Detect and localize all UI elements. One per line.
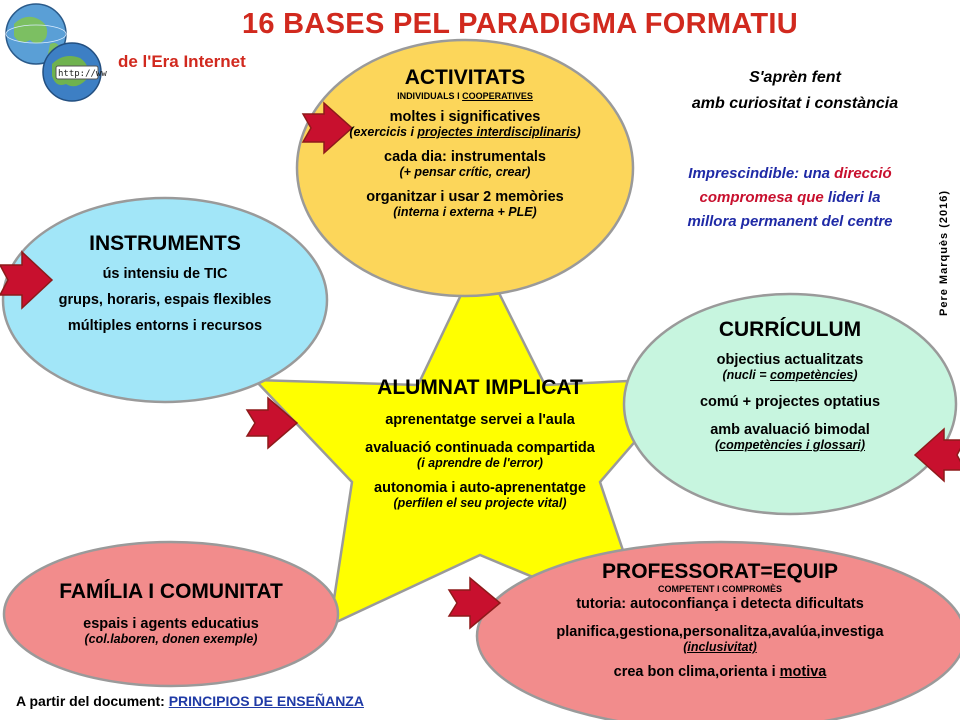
alumnat-line-1: aprenentatge servei a l'aula — [385, 412, 575, 428]
alumnat-block: ALUMNAT IMPLICAT aprenentatge servei a l… — [305, 376, 655, 510]
familia-title: FAMÍLIA I COMUNITAT — [59, 580, 283, 603]
activitats-sub-1b: projectes interdisciplinaris — [417, 125, 577, 139]
curriculum-line-3: amb avaluació bimodal — [710, 422, 870, 438]
professorat-line-1: tutoria: autoconfiança i detecta dificul… — [576, 596, 864, 612]
instruments-ellipse — [1, 196, 329, 404]
professorat-line-2: planifica,gestiona,personalitza,avalúa,i… — [556, 624, 884, 640]
imp-text-2b: lideri — [827, 189, 864, 206]
curriculum-sub-1a: (nucli = — [722, 368, 771, 382]
activitats-line-3: organitzar i usar 2 memòries — [366, 189, 564, 205]
instruments-title: INSTRUMENTS — [89, 232, 241, 255]
arrow-professorat — [447, 576, 502, 630]
alumnat-title: ALUMNAT IMPLICAT — [377, 376, 583, 399]
activitats-line-1: moltes i significatives — [389, 109, 541, 125]
curriculum-title: CURRÍCULUM — [718, 318, 862, 341]
familia-line-1: espais i agents educatius — [83, 616, 259, 632]
imp-text-4: millora permanent del centre — [687, 213, 893, 230]
professorat-ellipse — [475, 540, 960, 720]
instruments-line-3: múltiples entorns i recursos — [67, 318, 263, 334]
activitats-sub-2: (+ pensar crític, crear) — [399, 165, 531, 179]
curriculum-sub-3: (competències i glossari) — [714, 438, 866, 452]
imp-text-3a: la — [867, 189, 881, 206]
familia-ellipse — [2, 540, 340, 688]
svg-text:http://ww: http://ww — [58, 69, 107, 79]
quote-line-1: S'aprèn fent — [749, 69, 841, 86]
activitats-sub-1: (exercicis i projectes interdisciplinari… — [305, 125, 625, 139]
imprescindible-note: Imprescindible: una direcció compromesa … — [640, 162, 940, 234]
familia-block: FAMÍLIA I COMUNITAT espais i agents educ… — [10, 580, 332, 646]
instruments-line-1: ús intensiu de TIC — [102, 266, 228, 282]
professorat-line-3b: motiva — [779, 664, 827, 680]
arrow-activitats — [301, 101, 354, 155]
instruments-line-2: grups, horaris, espais flexibles — [58, 292, 272, 308]
page-title: 16 BASES PEL PARADIGMA FORMATIU — [241, 8, 799, 40]
imp-text-1a: Imprescindible: una — [688, 165, 835, 182]
globe-icon — [5, 3, 67, 65]
arrow-alumnat — [245, 396, 299, 450]
curriculum-ellipse — [622, 292, 958, 516]
professorat-title: PROFESSORAT=EQUIP — [602, 560, 838, 583]
alumnat-line-3: autonomia i auto-aprenentatge — [374, 480, 586, 496]
page-subtitle: de l'Era Internet — [118, 52, 246, 71]
activitats-tag-a: INDIVIDUALS I — [397, 91, 463, 101]
professorat-sub-2: (inclusivitat) — [683, 640, 757, 654]
activitats-sub-1c: ) — [576, 125, 581, 139]
instruments-block: INSTRUMENTS ús intensiu de TIC grups, ho… — [10, 232, 320, 334]
professorat-line-3: crea bon clima,orienta i motiva — [490, 664, 950, 680]
curriculum-line-2: comú + projectes optatius — [699, 394, 881, 410]
familia-sub-1: (col.laboren, donen exemple) — [84, 632, 258, 646]
activitats-tag: INDIVIDUALS I COOPERATIVES — [305, 91, 625, 101]
web-globe-icon: http://ww — [42, 42, 107, 102]
principios-link[interactable]: PRINCIPIOS DE ENSEÑANZA — [168, 693, 364, 709]
activitats-sub-3: (interna i externa + PLE) — [393, 205, 537, 219]
activitats-sub-1a: (exercicis i — [349, 125, 418, 139]
imp-text-1b: direcció — [834, 165, 892, 182]
curriculum-block: CURRÍCULUM objectius actualitzats (nucli… — [630, 318, 950, 452]
activitats-tag-b: COOPERATIVES — [462, 91, 533, 101]
quote-line-2: amb curiositat i constància — [691, 95, 899, 112]
alumnat-line-2: avaluació continuada compartida — [365, 440, 595, 456]
curriculum-sub-1c: ) — [853, 368, 858, 382]
footer-prefix: A partir del document: — [16, 693, 169, 709]
alumnat-sub-3: (perfilen el seu projecte vital) — [393, 496, 567, 510]
activitats-line-2: cada dia: instrumentals — [384, 149, 546, 165]
professorat-block: PROFESSORAT=EQUIP COMPETENT I COMPROMÈS … — [490, 560, 950, 680]
imp-text-2a: compromesa que — [699, 189, 828, 206]
curriculum-sub-1b: competències — [770, 368, 854, 382]
arrow-instruments — [0, 250, 54, 310]
activitats-block: ACTIVITATS INDIVIDUALS I COOPERATIVES mo… — [305, 66, 625, 219]
professorat-line-3a: crea bon clima,orienta i — [613, 664, 780, 680]
curriculum-line-1: objectius actualitzats — [716, 352, 864, 368]
footer: A partir del document: PRINCIPIOS DE ENS… — [16, 693, 364, 709]
curriculum-sub-1: (nucli = competències) — [630, 368, 950, 382]
alumnat-sub-2: (i aprendre de l'error) — [417, 456, 543, 470]
activitats-title: ACTIVITATS — [404, 66, 526, 89]
activitats-ellipse — [295, 38, 635, 298]
professorat-tag: COMPETENT I COMPROMÈS — [657, 584, 782, 594]
author-credit: Pere Marquès (2016) — [938, 190, 950, 316]
